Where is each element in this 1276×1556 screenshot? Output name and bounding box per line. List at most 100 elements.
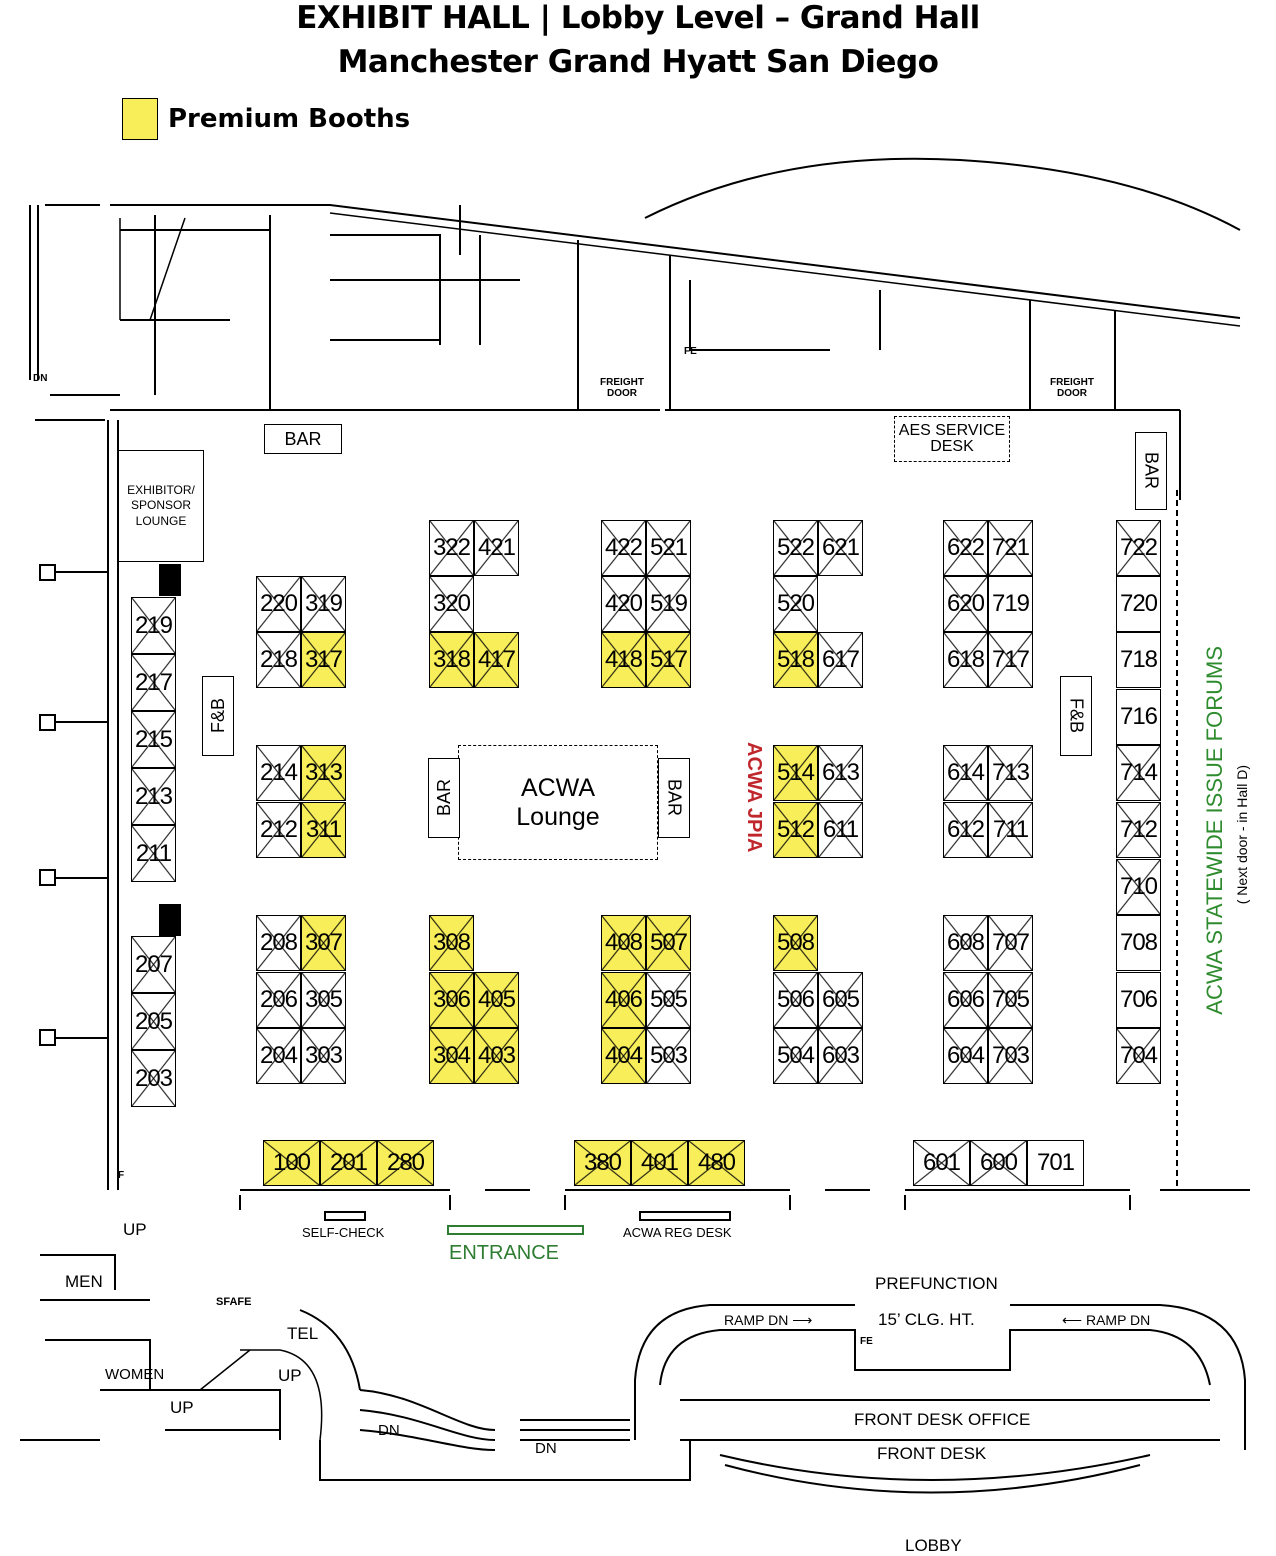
booth-280[interactable]: 280 bbox=[377, 1140, 434, 1186]
booth-208[interactable]: 208 bbox=[256, 915, 301, 971]
booth-380[interactable]: 380 bbox=[574, 1140, 631, 1186]
booth-304[interactable]: 304 bbox=[429, 1028, 474, 1084]
booth-711[interactable]: 711 bbox=[988, 802, 1033, 858]
acwa-reg-desk-label: ACWA REG DESK bbox=[623, 1225, 732, 1240]
booth-204[interactable]: 204 bbox=[256, 1028, 301, 1084]
booth-403[interactable]: 403 bbox=[474, 1028, 519, 1084]
booth-212[interactable]: 212 bbox=[256, 802, 301, 858]
booth-303[interactable]: 303 bbox=[301, 1028, 346, 1084]
booth-318[interactable]: 318 bbox=[429, 632, 474, 688]
booth-308[interactable]: 308 bbox=[429, 915, 474, 971]
booth-211[interactable]: 211 bbox=[131, 825, 176, 882]
booth-506[interactable]: 506 bbox=[773, 972, 818, 1028]
booth-622[interactable]: 622 bbox=[943, 520, 988, 576]
booth-307[interactable]: 307 bbox=[301, 915, 346, 971]
booth-717[interactable]: 717 bbox=[988, 632, 1033, 688]
booth-718[interactable]: 718 bbox=[1116, 632, 1161, 688]
booth-408[interactable]: 408 bbox=[601, 915, 646, 971]
booth-707[interactable]: 707 bbox=[988, 915, 1033, 971]
booth-401[interactable]: 401 bbox=[631, 1140, 688, 1186]
booth-605[interactable]: 605 bbox=[818, 972, 863, 1028]
booth-205[interactable]: 205 bbox=[131, 993, 176, 1050]
booth-603[interactable]: 603 bbox=[818, 1028, 863, 1084]
forums-note: ( Next door - in Hall D) bbox=[1234, 765, 1250, 905]
booth-218[interactable]: 218 bbox=[256, 632, 301, 688]
booth-708[interactable]: 708 bbox=[1116, 915, 1161, 971]
booth-722[interactable]: 722 bbox=[1116, 520, 1161, 576]
booth-617[interactable]: 617 bbox=[818, 632, 863, 688]
booth-206[interactable]: 206 bbox=[256, 972, 301, 1028]
booth-703[interactable]: 703 bbox=[988, 1028, 1033, 1084]
booth-319[interactable]: 319 bbox=[301, 576, 346, 632]
booth-611[interactable]: 611 bbox=[818, 802, 863, 858]
booth-320[interactable]: 320 bbox=[429, 576, 474, 632]
booth-406[interactable]: 406 bbox=[601, 972, 646, 1028]
booth-601[interactable]: 601 bbox=[913, 1140, 970, 1186]
booth-701[interactable]: 701 bbox=[1027, 1140, 1084, 1186]
booth-714[interactable]: 714 bbox=[1116, 745, 1161, 801]
booth-614[interactable]: 614 bbox=[943, 745, 988, 801]
booth-520[interactable]: 520 bbox=[773, 576, 818, 632]
booth-480[interactable]: 480 bbox=[688, 1140, 745, 1186]
booth-710[interactable]: 710 bbox=[1116, 859, 1161, 915]
booth-517[interactable]: 517 bbox=[646, 632, 691, 688]
booth-507[interactable]: 507 bbox=[646, 915, 691, 971]
bar-label: BAR bbox=[664, 779, 685, 817]
booth-600[interactable]: 600 bbox=[970, 1140, 1027, 1186]
booth-505[interactable]: 505 bbox=[646, 972, 691, 1028]
booth-522[interactable]: 522 bbox=[773, 520, 818, 576]
booth-712[interactable]: 712 bbox=[1116, 802, 1161, 858]
booth-217[interactable]: 217 bbox=[131, 654, 176, 711]
booth-220[interactable]: 220 bbox=[256, 576, 301, 632]
booth-100[interactable]: 100 bbox=[263, 1140, 320, 1186]
booth-716[interactable]: 716 bbox=[1116, 689, 1161, 745]
booth-512[interactable]: 512 bbox=[773, 802, 818, 858]
booth-422[interactable]: 422 bbox=[601, 520, 646, 576]
booth-number: 403 bbox=[477, 1042, 516, 1069]
booth-405[interactable]: 405 bbox=[474, 972, 519, 1028]
booth-606[interactable]: 606 bbox=[943, 972, 988, 1028]
booth-404[interactable]: 404 bbox=[601, 1028, 646, 1084]
booth-721[interactable]: 721 bbox=[988, 520, 1033, 576]
booth-720[interactable]: 720 bbox=[1116, 576, 1161, 632]
booth-number: 711 bbox=[992, 816, 1029, 843]
booth-201[interactable]: 201 bbox=[320, 1140, 377, 1186]
booth-519[interactable]: 519 bbox=[646, 576, 691, 632]
booth-613[interactable]: 613 bbox=[818, 745, 863, 801]
booth-305[interactable]: 305 bbox=[301, 972, 346, 1028]
booth-621[interactable]: 621 bbox=[818, 520, 863, 576]
booth-518[interactable]: 518 bbox=[773, 632, 818, 688]
booth-514[interactable]: 514 bbox=[773, 745, 818, 801]
booth-213[interactable]: 213 bbox=[131, 768, 176, 825]
booth-311[interactable]: 311 bbox=[301, 802, 346, 858]
entrance-label[interactable]: ENTRANCE bbox=[449, 1242, 560, 1264]
booth-207[interactable]: 207 bbox=[131, 936, 176, 993]
booth-420[interactable]: 420 bbox=[601, 576, 646, 632]
booth-number: 421 bbox=[477, 534, 516, 561]
booth-604[interactable]: 604 bbox=[943, 1028, 988, 1084]
booth-618[interactable]: 618 bbox=[943, 632, 988, 688]
booth-322[interactable]: 322 bbox=[429, 520, 474, 576]
booth-508[interactable]: 508 bbox=[773, 915, 818, 971]
booth-705[interactable]: 705 bbox=[988, 972, 1033, 1028]
booth-214[interactable]: 214 bbox=[256, 745, 301, 801]
booth-306[interactable]: 306 bbox=[429, 972, 474, 1028]
booth-503[interactable]: 503 bbox=[646, 1028, 691, 1084]
booth-704[interactable]: 704 bbox=[1116, 1028, 1161, 1084]
booth-317[interactable]: 317 bbox=[301, 632, 346, 688]
booth-521[interactable]: 521 bbox=[646, 520, 691, 576]
booth-504[interactable]: 504 bbox=[773, 1028, 818, 1084]
booth-313[interactable]: 313 bbox=[301, 745, 346, 801]
booth-418[interactable]: 418 bbox=[601, 632, 646, 688]
booth-719[interactable]: 719 bbox=[988, 576, 1033, 632]
booth-203[interactable]: 203 bbox=[131, 1050, 176, 1107]
booth-620[interactable]: 620 bbox=[943, 576, 988, 632]
booth-608[interactable]: 608 bbox=[943, 915, 988, 971]
booth-713[interactable]: 713 bbox=[988, 745, 1033, 801]
booth-612[interactable]: 612 bbox=[943, 802, 988, 858]
booth-706[interactable]: 706 bbox=[1116, 972, 1161, 1028]
booth-219[interactable]: 219 bbox=[131, 597, 176, 654]
booth-417[interactable]: 417 bbox=[474, 632, 519, 688]
booth-421[interactable]: 421 bbox=[474, 520, 519, 576]
booth-215[interactable]: 215 bbox=[131, 711, 176, 768]
